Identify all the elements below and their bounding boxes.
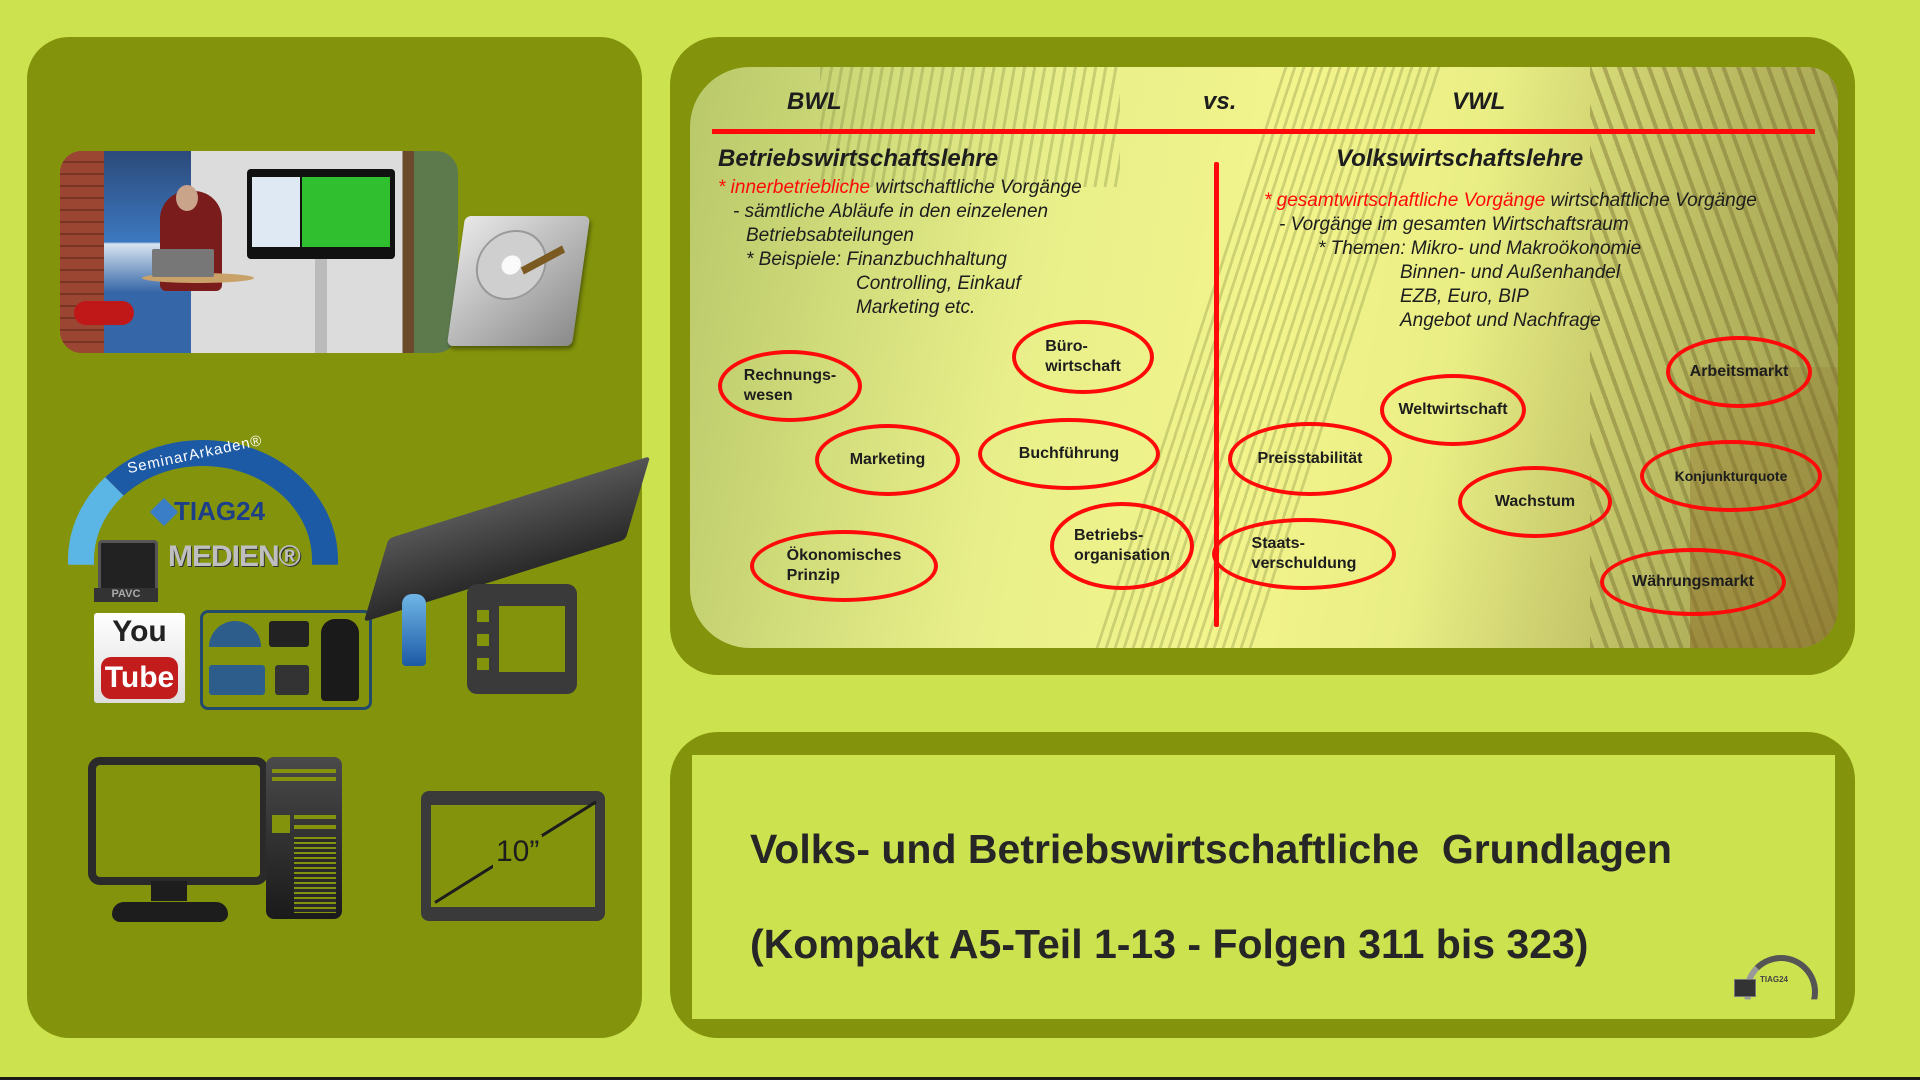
vwl-line-5: EZB, Euro, BIP bbox=[1400, 286, 1529, 307]
bubble-oekonomisches-prinzip: Ökonomisches Prinzip bbox=[750, 530, 938, 602]
presenter-video-thumbnail[interactable] bbox=[60, 151, 458, 353]
course-title: Volks- und Betriebswirtschaftliche Grund… bbox=[750, 826, 1672, 872]
vwl-line-3: * Themen: Mikro- und Makroökonomie bbox=[1318, 238, 1642, 259]
tv-screen bbox=[247, 169, 395, 259]
vwl-line-6: Angebot und Nachfrage bbox=[1400, 310, 1601, 331]
header-divider bbox=[712, 129, 1815, 134]
tassel-icon bbox=[402, 594, 426, 666]
desktop-monitor-icon bbox=[88, 757, 268, 885]
bubble-rechnungswesen: Rechnungs- wesen bbox=[718, 350, 862, 422]
pavc-label: PAVC bbox=[94, 588, 158, 602]
bubble-waehrungsmarkt: Währungsmarkt bbox=[1600, 548, 1786, 616]
mini-logo-icon bbox=[209, 621, 261, 647]
bubble-konjunkturquote: Konjunkturquote bbox=[1640, 440, 1822, 512]
mini-cap-icon bbox=[275, 665, 309, 695]
medien-brand: MEDIEN® bbox=[168, 540, 301, 573]
youtube-logo[interactable]: You Tube bbox=[94, 613, 185, 703]
bwl-title: Betriebswirtschaftslehre bbox=[718, 145, 999, 172]
channels-collage[interactable] bbox=[200, 610, 372, 710]
seminar-arkaden-mini-logo: TIAG24 bbox=[1730, 955, 1818, 1001]
bubble-wachstum: Wachstum bbox=[1458, 466, 1612, 538]
bubble-weltwirtschaft: Weltwirtschaft bbox=[1380, 374, 1526, 446]
column-divider bbox=[1214, 162, 1219, 627]
tablet-size-label: 10” bbox=[493, 835, 543, 869]
bwl-line-5: Controlling, Einkauf bbox=[856, 273, 1021, 294]
bwl-line-4: * Beispiele: Finanzbuchhaltung bbox=[746, 249, 1007, 270]
header-vwl: VWL bbox=[1452, 88, 1506, 115]
bwl-line-6: Marketing etc. bbox=[856, 297, 976, 318]
cameraman-icon bbox=[321, 619, 359, 701]
bubble-buchfuehrung: Buchführung bbox=[978, 418, 1160, 490]
course-subtitle: (Kompakt A5-Teil 1-13 - Folgen 311 bis 3… bbox=[750, 921, 1589, 967]
bwl-line-2: - sämtliche Abläufe in den einzelenen bbox=[733, 201, 1049, 222]
bubble-bueroawirtschaft: Büro- wirtschaft bbox=[1012, 320, 1154, 394]
header-bwl: BWL bbox=[787, 88, 842, 115]
tiag24-brand: TIAG24 bbox=[174, 496, 266, 526]
bubble-staatsverschuldung: Staats- verschuldung bbox=[1212, 518, 1396, 590]
tablet-icon: 10” bbox=[421, 791, 605, 921]
mini-laptop-icon bbox=[269, 621, 309, 647]
bwl-line-1: * innerbetriebliche wirtschaftliche Vorg… bbox=[718, 177, 1082, 198]
seminar-arkaden-logo: SeminarArkaden® TIAG24 MEDIEN® PAVC bbox=[58, 430, 378, 610]
hard-disk-icon bbox=[446, 216, 591, 346]
bottom-edge bbox=[0, 1077, 1920, 1080]
pavc-laptop-icon bbox=[98, 540, 158, 592]
vwl-line-4: Binnen- und Außenhandel bbox=[1400, 262, 1621, 283]
bwl-line-3: Betriebsabteilungen bbox=[746, 225, 914, 246]
mini-devices-icon bbox=[209, 665, 265, 695]
bubble-betriebsorganisation: Betriebs- organisation bbox=[1050, 502, 1194, 590]
title-panel-inner bbox=[692, 755, 1835, 1019]
bubble-preisstabilitaet: Preisstabilität bbox=[1228, 422, 1392, 496]
vwl-line-1: * gesamtwirtschaftliche Vorgänge wirtsch… bbox=[1264, 190, 1757, 211]
graduation-cap-film-icon bbox=[363, 456, 651, 702]
vwl-title: Volkswirtschaftslehre bbox=[1336, 145, 1584, 172]
bubble-marketing: Marketing bbox=[815, 424, 960, 496]
header-vs: vs. bbox=[1203, 88, 1237, 115]
mini-laptop-icon bbox=[1734, 979, 1756, 997]
pc-tower-icon bbox=[266, 757, 342, 919]
vwl-line-2: - Vorgänge im gesamten Wirtschaftsraum bbox=[1279, 214, 1629, 235]
bubble-arbeitsmarkt: Arbeitsmarkt bbox=[1666, 336, 1812, 408]
